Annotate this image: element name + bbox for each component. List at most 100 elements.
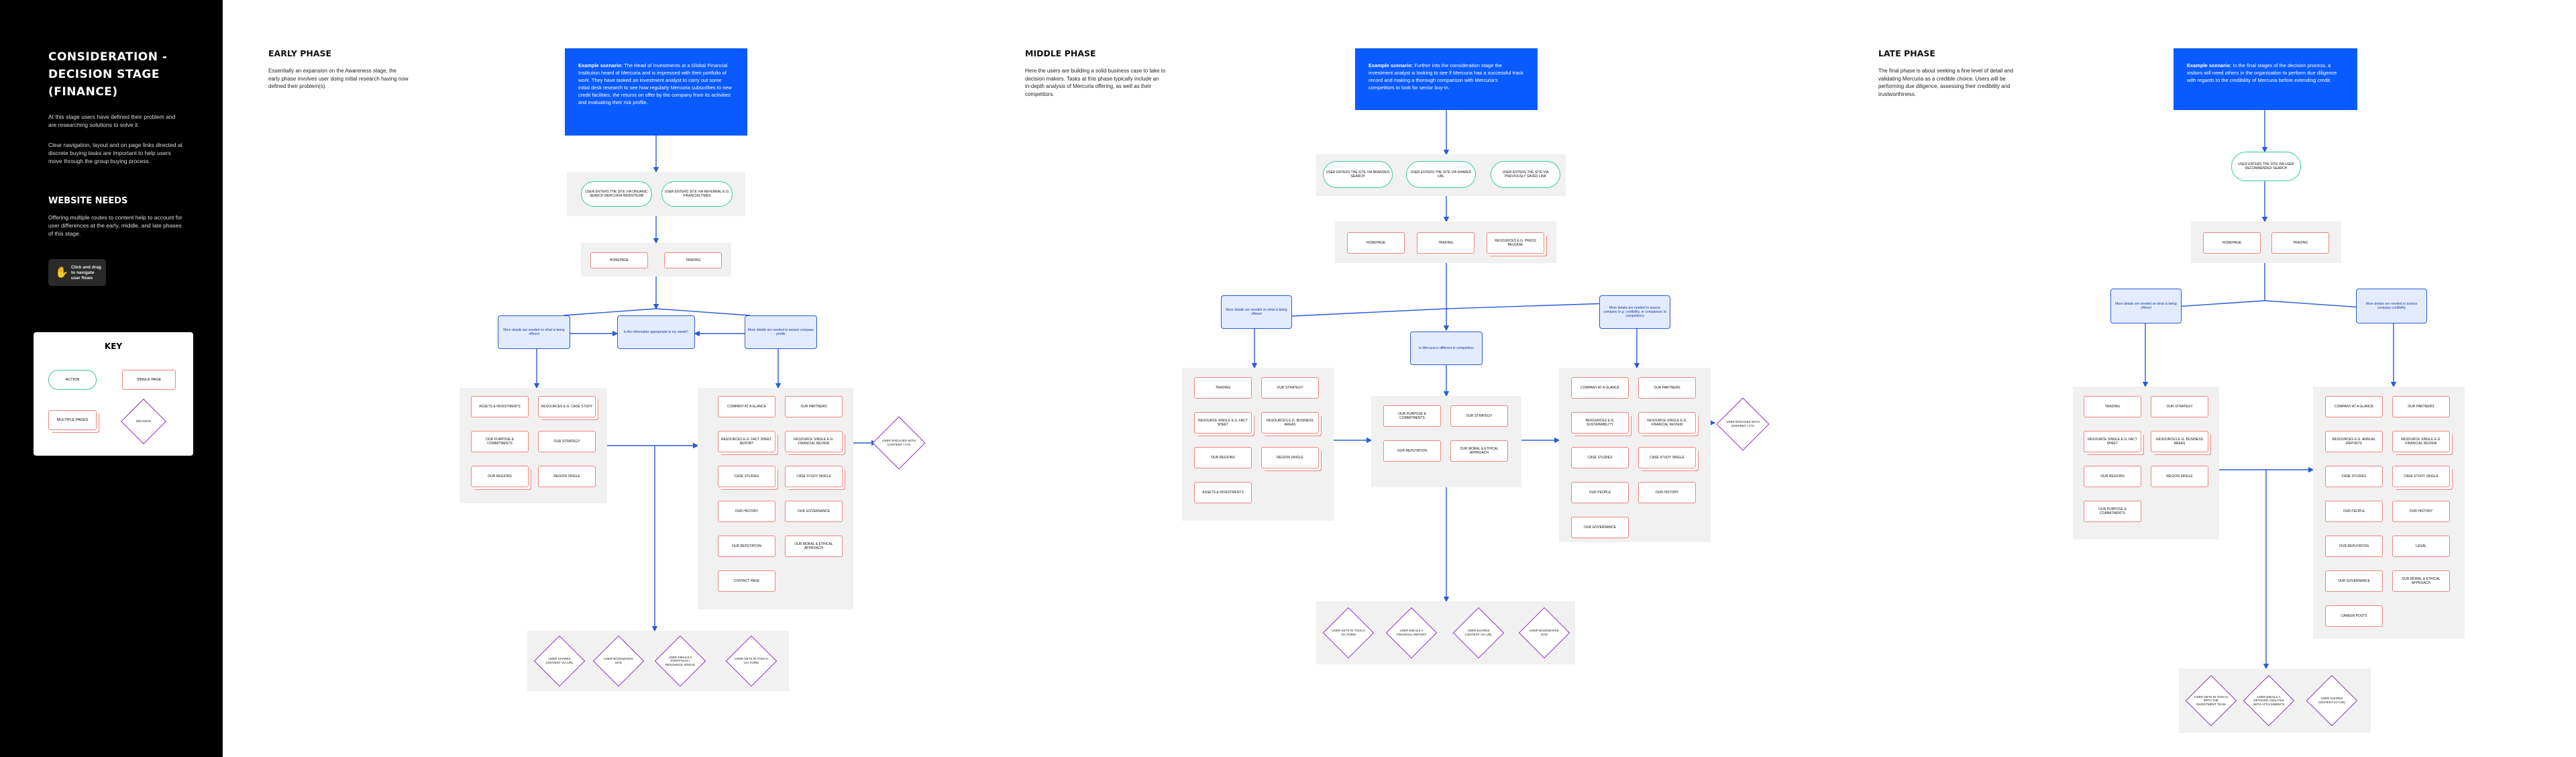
late-our-reputation[interactable]: OUR REPUTATION xyxy=(2325,536,2383,557)
early-our-reputation[interactable]: OUR REPUTATION xyxy=(718,536,775,557)
late-decision-offering[interactable]: More details are needed on what is being… xyxy=(2110,289,2182,323)
late-exit-investment-team[interactable]: USER GETS IN TOUCH WITH THE INVESTMENT T… xyxy=(2184,674,2238,727)
early-homepage[interactable]: HOMEPAGE xyxy=(590,252,648,268)
late-our-partners[interactable]: OUR PARTNERS xyxy=(2392,396,2450,417)
middle-resources-press[interactable]: RESOURCES e.g. Press Release xyxy=(1487,232,1544,254)
late-trading-2[interactable]: TRADING xyxy=(2084,396,2141,417)
early-entry-organic-search[interactable]: USER ENTERS THE SITE VIA ORGANIC SEARCH … xyxy=(581,181,652,207)
middle-our-people[interactable]: OUR PEOPLE xyxy=(1571,482,1629,503)
middle-exit-form[interactable]: USER GETS IN TOUCH VIA FORM xyxy=(1322,607,1375,659)
late-resources-reports[interactable]: RESOURCES e.g. annual reports xyxy=(2325,431,2383,452)
early-exit-email[interactable]: USER EMAILS A PORTFOLIO / RESOURCE SINGL… xyxy=(653,635,707,687)
early-engage-decision[interactable]: USER ENGAGES WITH CONTENT / CTA xyxy=(871,416,927,470)
early-decision-company-profile[interactable]: More details are needed to assess compan… xyxy=(745,315,817,349)
late-our-regions[interactable]: OUR REGIONS xyxy=(2084,466,2141,487)
early-exit-bookmark[interactable]: USER BOOKMARKS SITE xyxy=(592,635,645,687)
early-assets-investments[interactable]: ASSETS & INVESTMENTS xyxy=(471,396,529,417)
early-exit-form[interactable]: USER GETS IN TOUCH VIA FORM xyxy=(724,635,778,687)
middle-entry-branded-search[interactable]: USER ENTERS THE SITE VIA BRANDED SEARCH xyxy=(1323,161,1393,188)
early-our-governance[interactable]: OUR GOVERNANCE xyxy=(785,501,843,522)
middle-entry-saved-link[interactable]: USER ENTERS THE SITE VIA PREVIOUSLY SAVE… xyxy=(1491,161,1560,188)
early-decision-appropriate[interactable]: Is the information appropriate to my nee… xyxy=(617,315,695,349)
early-exit-share-url[interactable]: USER SHARES CONTENT VIA URL xyxy=(533,635,586,687)
late-decision-credibility[interactable]: More details are needed to assess compan… xyxy=(2356,289,2427,323)
middle-exit-email[interactable]: USER EMAILS A FINANCIAL REPORT xyxy=(1385,607,1438,659)
early-purpose-commitments[interactable]: OUR PURPOSE & COMMITMENTS xyxy=(471,431,529,452)
late-homepage[interactable]: HOMEPAGE xyxy=(2203,232,2261,254)
middle-our-strategy[interactable]: OUR STRATEGY xyxy=(1261,377,1319,399)
late-moral-ethical[interactable]: OUR MORAL & ETHICAL APPROACH xyxy=(2392,570,2450,592)
middle-decision-company[interactable]: More details are needed to assess compan… xyxy=(1599,295,1670,329)
middle-decision-offering[interactable]: More details are needed on what is being… xyxy=(1221,295,1292,329)
middle-decision-competitors[interactable]: Is Mercuria is different to competitors xyxy=(1410,332,1483,365)
middle-moral-ethical[interactable]: OUR MORAL & ETHICAL APPROACH xyxy=(1450,440,1508,462)
late-our-governance[interactable]: OUR GOVERNANCE xyxy=(2325,570,2383,592)
early-resource-single[interactable]: RESOURCE SINGLE e.g. Financial Review xyxy=(785,431,843,452)
late-scenario: Example scenario: In the final stages of… xyxy=(2174,48,2357,110)
website-needs-body: Offering multiple routes to content help… xyxy=(48,214,182,237)
late-our-history[interactable]: OUR HISTORY xyxy=(2392,501,2450,522)
middle-our-reputation[interactable]: OUR REPUTATION xyxy=(1383,440,1441,462)
late-case-studies[interactable]: CASE STUDIES xyxy=(2325,466,2383,487)
middle-strategy-2[interactable]: OUR STRATEGY xyxy=(1450,405,1508,427)
middle-our-partners[interactable]: OUR PARTNERS xyxy=(1638,377,1696,399)
early-contact-page[interactable]: CONTACT PAGE xyxy=(718,570,775,592)
late-region-single[interactable]: REGION SINGLE xyxy=(2151,466,2208,487)
late-resource-single[interactable]: RESOURCE SINGLE e.g. Fact sheet xyxy=(2084,431,2141,452)
late-trading[interactable]: TRADING xyxy=(2271,232,2329,254)
late-exit-email-analysis[interactable]: USER EMAILS A DETAILED ANALYSIS WITH ATT… xyxy=(2242,674,2296,727)
middle-resources-business[interactable]: RESOURCES e.g. Business Areas xyxy=(1261,412,1319,434)
middle-exit-bookmark[interactable]: USER BOOKMARKS SITE xyxy=(1517,607,1571,659)
early-region-single[interactable]: REGION SINGLE xyxy=(538,466,596,487)
middle-our-governance[interactable]: OUR GOVERNANCE xyxy=(1571,517,1629,538)
middle-case-studies[interactable]: CASE STUDIES xyxy=(1571,447,1629,468)
early-resources-case-study[interactable]: RESOURCES e.g. Case study xyxy=(538,396,596,417)
early-phase-title: EARLY PHASE xyxy=(268,48,332,58)
early-our-regions[interactable]: OUR REGIONS xyxy=(471,466,529,487)
middle-homepage[interactable]: HOMEPAGE xyxy=(1347,232,1405,254)
middle-entry-shared-url[interactable]: USER ENTERS THE SITE VIA SHARED URL xyxy=(1406,161,1476,188)
middle-case-study-single[interactable]: CASE STUDY SINGLE xyxy=(1638,447,1696,468)
early-trading[interactable]: TRADING xyxy=(664,252,722,268)
middle-company-glance[interactable]: COMPANY AT A GLANCE xyxy=(1571,377,1629,399)
middle-assets-investments[interactable]: ASSETS & INVESTMENTS xyxy=(1194,482,1252,503)
late-case-study-single[interactable]: CASE STUDY SINGLE xyxy=(2392,466,2450,487)
late-resources-business[interactable]: RESOURCES e.g. Business Areas xyxy=(2151,431,2208,452)
early-company-glance[interactable]: COMPANY AT A GLANCE xyxy=(718,396,775,417)
early-decision-offering[interactable]: More details are needed on what is being… xyxy=(498,315,570,349)
middle-scenario-text: Further into the consideration stage the… xyxy=(1368,62,1523,91)
late-career-posts[interactable]: CAREER POSTS xyxy=(2325,605,2383,627)
middle-resource-single-2[interactable]: RESOURCE SINGLE e.g. Financial Review xyxy=(1638,412,1696,434)
late-legal[interactable]: LEGAL xyxy=(2392,536,2450,557)
late-entry-recommended-search[interactable]: USER ENTERS THE SITE VIA USER RECOMMENDE… xyxy=(2231,152,2301,181)
late-our-strategy[interactable]: OUR STRATEGY xyxy=(2151,396,2208,417)
middle-resource-single[interactable]: RESOURCE SINGLE e.g. Fact sheet xyxy=(1194,412,1252,434)
late-company-glance[interactable]: COMPANY AT A GLANCE xyxy=(2325,396,2383,417)
early-resources-factsheet[interactable]: RESOURCES e.g. Fact sheet, report xyxy=(718,431,775,452)
middle-trading[interactable]: TRADING xyxy=(1417,232,1474,254)
middle-region-single[interactable]: REGION SINGLE xyxy=(1261,447,1319,468)
late-scenario-text: In the final stages of the decision proc… xyxy=(2187,62,2337,83)
late-exit-share-url[interactable]: USER SHARES CONTENT VIA URL xyxy=(2305,674,2359,727)
key-decision: DECISION xyxy=(117,398,170,445)
early-case-studies[interactable]: CASE STUDIES xyxy=(718,466,775,487)
middle-exit-share-url-label: USER SHARES CONTENT VIA URL xyxy=(1464,629,1493,636)
hand-icon: ✋ xyxy=(55,267,68,279)
early-our-strategy[interactable]: OUR STRATEGY xyxy=(538,431,596,452)
middle-exit-share-url[interactable]: USER SHARES CONTENT VIA URL xyxy=(1452,607,1505,659)
middle-resources-sustainability[interactable]: RESOURCES e.g. Sustainability xyxy=(1571,412,1629,434)
early-our-partners[interactable]: OUR PARTNERS xyxy=(785,396,843,417)
middle-trading-2[interactable]: TRADING xyxy=(1194,377,1252,399)
late-our-people[interactable]: OUR PEOPLE xyxy=(2325,501,2383,522)
early-moral-ethical[interactable]: OUR MORAL & ETHICAL APPROACH xyxy=(785,536,843,557)
middle-purpose-commitments[interactable]: OUR PURPOSE & COMMITMENTS xyxy=(1383,405,1441,427)
middle-our-regions[interactable]: OUR REGIONS xyxy=(1194,447,1252,468)
early-case-study-single[interactable]: CASE STUDY SINGLE xyxy=(785,466,843,487)
middle-engage-decision[interactable]: USER ENGAGES WITH CONTENT / CTA xyxy=(1715,397,1771,451)
early-entry-referral[interactable]: USER ENTERS SITE VIA REFERRAL e.g. Finan… xyxy=(661,181,733,207)
late-resource-single-2[interactable]: RESOURCE SINGLE e.g. Financial Review xyxy=(2392,431,2450,452)
early-our-history[interactable]: OUR HISTORY xyxy=(718,501,775,522)
middle-our-history[interactable]: OUR HISTORY xyxy=(1638,482,1696,503)
late-purpose-commitments[interactable]: OUR PURPOSE & COMMITMENTS xyxy=(2084,501,2141,522)
